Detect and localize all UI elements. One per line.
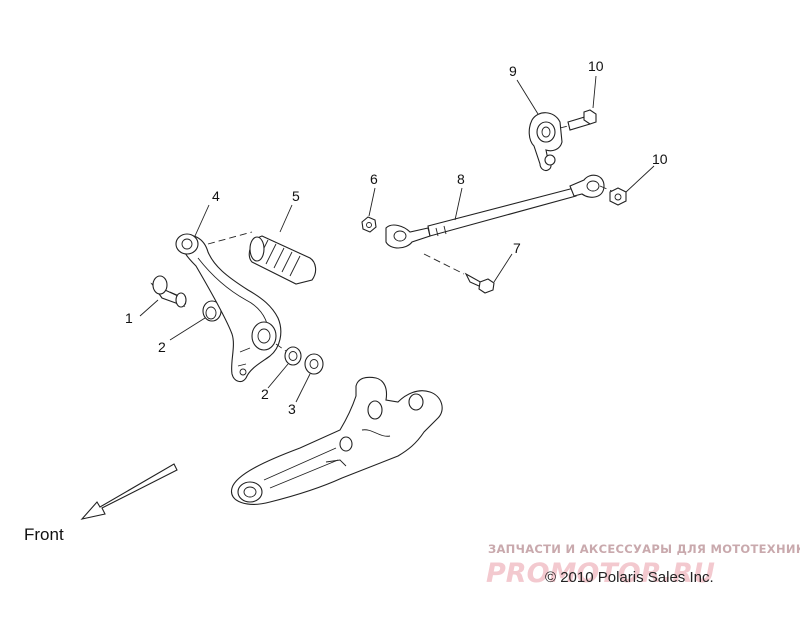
foot-peg-rubber <box>248 235 317 285</box>
callout-4: 4 <box>212 188 220 204</box>
watermark-tagline: ЗАПЧАСТИ И АКСЕССУАРЫ ДЛЯ МОТОТЕХНИКИ <box>488 542 800 556</box>
shift-arm <box>528 112 563 172</box>
callout-9: 9 <box>509 63 517 79</box>
assembly-guide-line <box>207 231 253 245</box>
shift-linkage <box>361 109 627 294</box>
callout-5: 5 <box>292 188 300 204</box>
callout-7: 7 <box>513 240 521 256</box>
callout-1: 1 <box>125 310 133 326</box>
footrest-bracket <box>231 376 443 505</box>
callout-10-upper: 10 <box>588 58 604 74</box>
front-arrow-icon <box>80 463 178 520</box>
svg-text:PROMOTOR.RU: PROMOTOR.RU <box>486 558 715 589</box>
front-direction-indicator: Front <box>24 463 178 544</box>
watermark-logo: PROMOTOR.RU <box>486 558 715 589</box>
shift-rod <box>385 174 605 249</box>
shift-lever <box>175 233 282 383</box>
front-label: Front <box>24 525 64 544</box>
lock-nut <box>361 216 377 233</box>
copyright-notice: © 2010 Polaris Sales Inc. <box>545 569 714 586</box>
watermark: ЗАПЧАСТИ И АКСЕССУАРЫ ДЛЯ МОТОТЕХНИКИ PR… <box>486 542 800 589</box>
rod-end-bolt <box>423 253 495 294</box>
bushing-outer <box>284 346 302 366</box>
callout-6: 6 <box>370 171 378 187</box>
lower-nut <box>599 185 627 206</box>
leader-lines <box>139 75 655 403</box>
callout-3: 3 <box>288 401 296 417</box>
bolt-guide-line <box>423 253 465 275</box>
callouts: 1 2 2 3 4 5 6 7 8 9 10 10 <box>125 58 668 417</box>
washer <box>304 353 324 375</box>
callout-2-outer: 2 <box>261 386 269 402</box>
callout-2-inner: 2 <box>158 339 166 355</box>
pivot-bolt <box>150 275 187 308</box>
shift-lever-assembly <box>150 231 324 383</box>
callout-10-lower: 10 <box>652 151 668 167</box>
callout-8: 8 <box>457 171 465 187</box>
shift-arm-bolt <box>559 109 597 131</box>
